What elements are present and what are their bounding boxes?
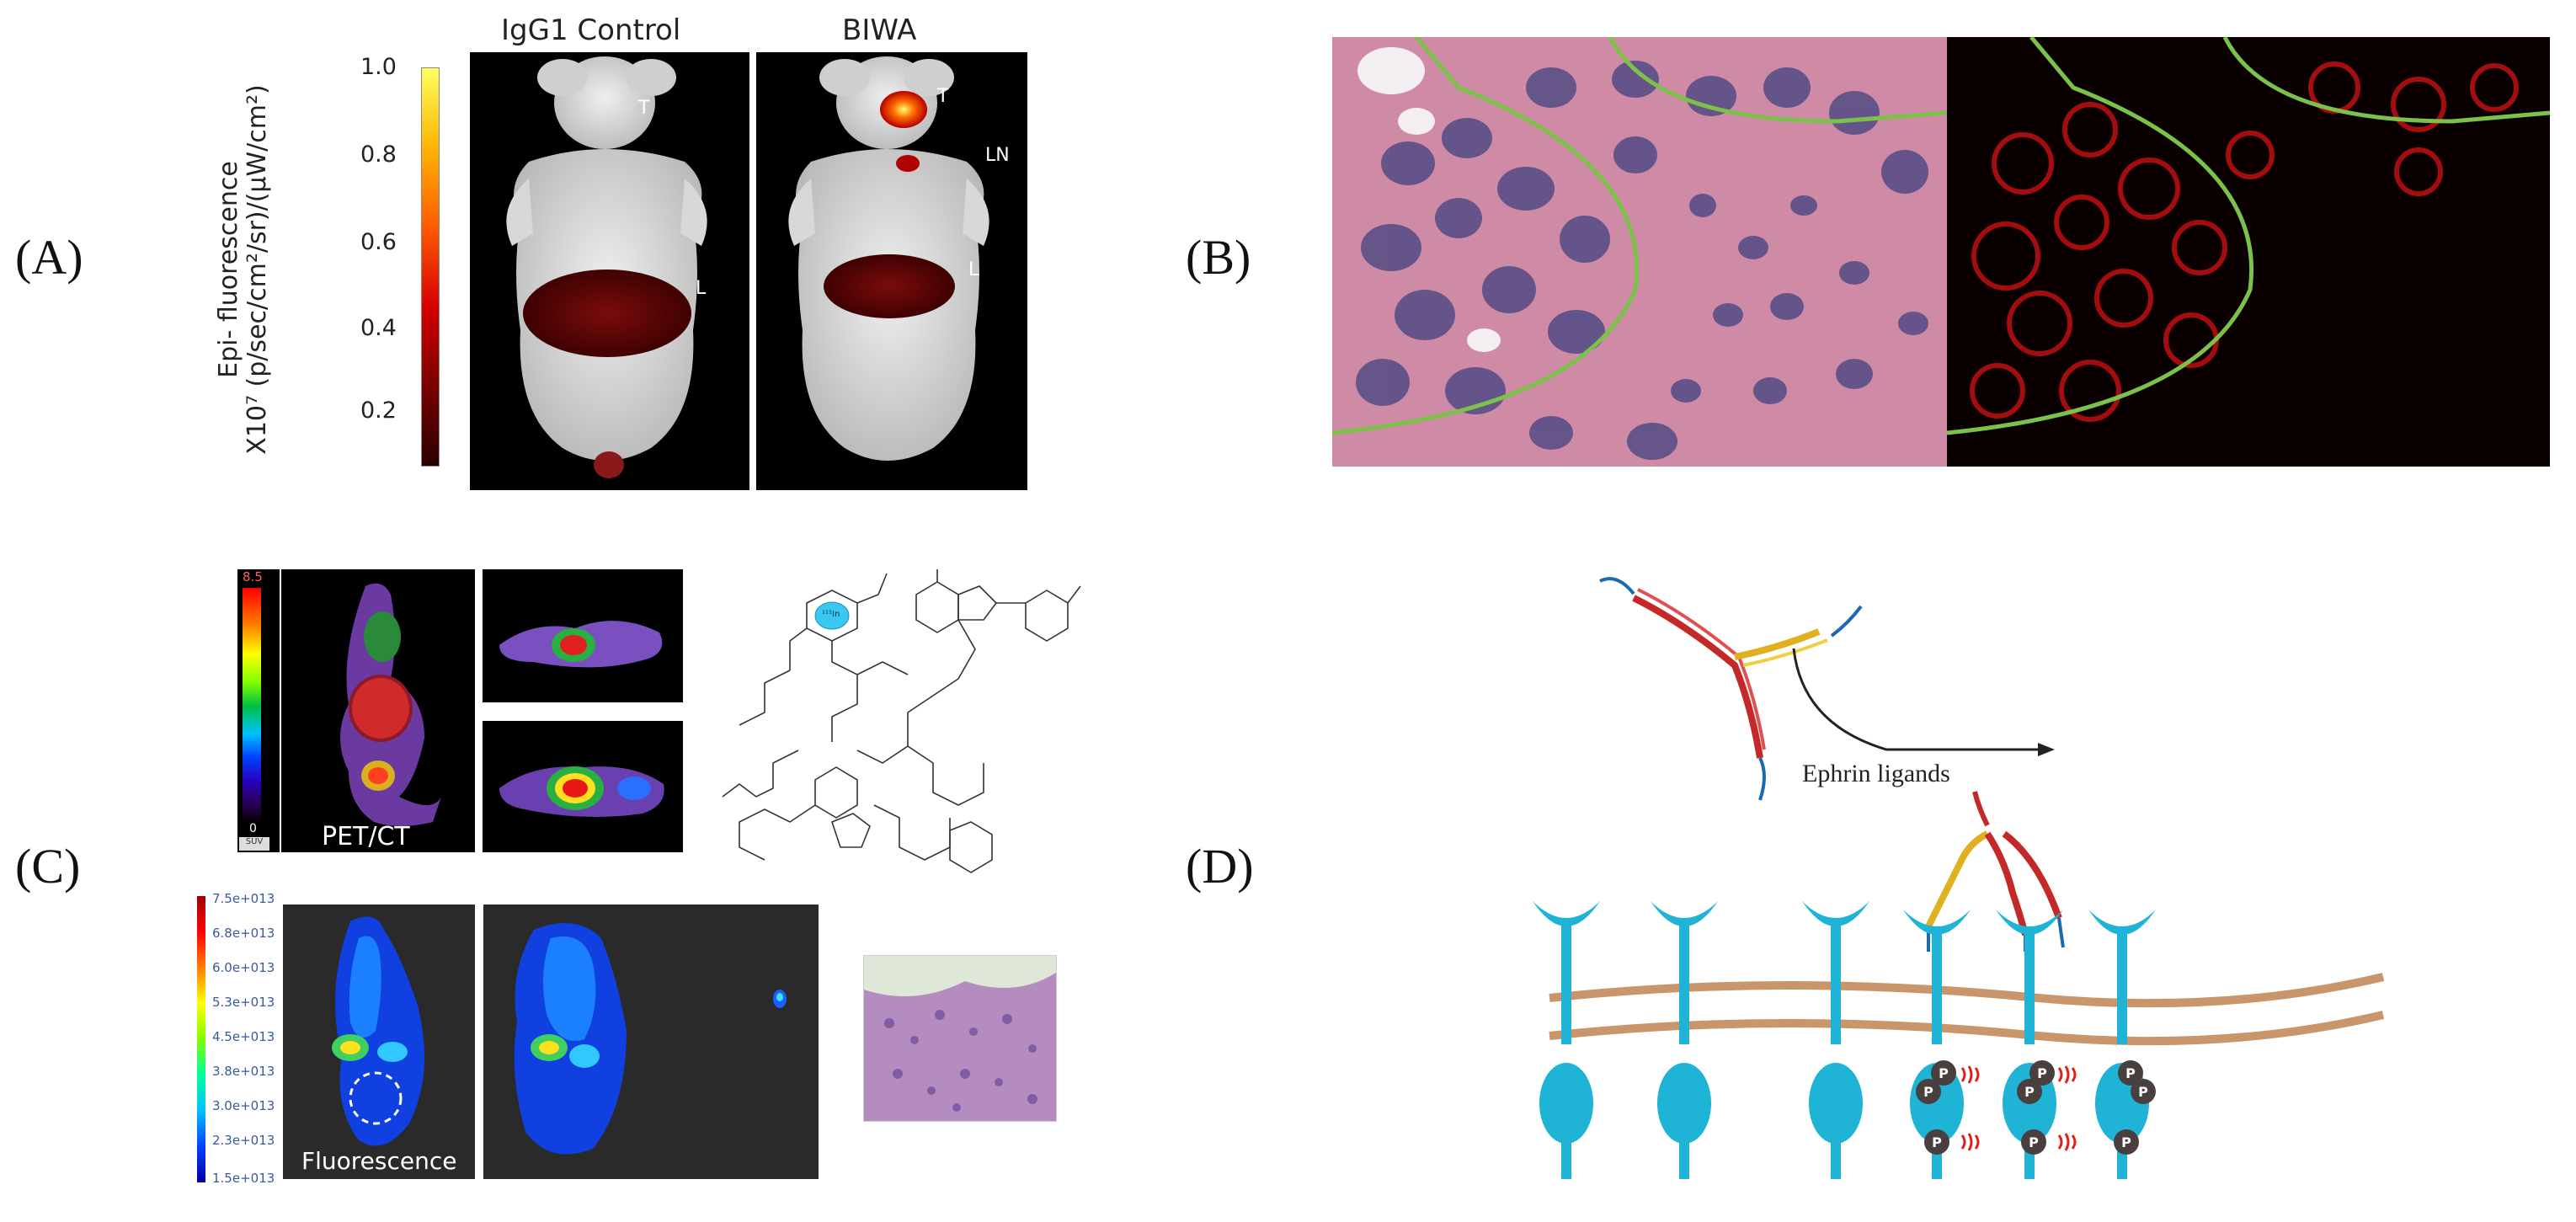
- phospho-label: P: [1939, 1065, 1949, 1081]
- pet-scale-max: 8.5: [243, 569, 263, 584]
- panel-label-b: (B): [1186, 230, 1251, 285]
- free-ephrin-ligand: [1599, 577, 1863, 801]
- biwa-tumor-label: T: [937, 86, 949, 107]
- tick-1-0: 1.0: [360, 54, 397, 80]
- pet-ct-illustration: [340, 583, 441, 826]
- fluor-tick-6: 3.8e+013: [212, 1064, 275, 1079]
- fluorescence-histology-image: [1947, 37, 2550, 467]
- tick-0-4: 0.4: [360, 315, 397, 341]
- phospho-label: P: [1923, 1084, 1933, 1100]
- ephrin-ligands-label: Ephrin ligands: [1802, 760, 1950, 787]
- reaction-arrow: [1792, 648, 2038, 751]
- fluor-tick-5: 4.5e+013: [212, 1029, 275, 1044]
- igg1-mouse-image: T L: [470, 52, 749, 490]
- fluor-tick-7: 3.0e+013: [212, 1098, 275, 1113]
- fluor-tick-3: 6.0e+013: [212, 960, 275, 975]
- fluor-tick-2: 6.8e+013: [212, 926, 275, 941]
- phospho-label: P: [2138, 1084, 2148, 1100]
- biwa-mouse-image: T LN L: [756, 52, 1027, 490]
- igg1-control-title: IgG1 Control: [501, 13, 681, 47]
- pet-colorbar-frame: 8.5 0 SUV: [237, 569, 280, 852]
- pet-ct-label: PET/CT: [322, 822, 410, 851]
- fluor-tick-1: 7.5e+013: [212, 891, 275, 906]
- chelate-label: ¹¹¹In: [822, 610, 840, 619]
- biwa-mouse-illustration: [788, 56, 989, 461]
- fluorescence-illustration-2: [514, 923, 787, 1155]
- phospho-label: P: [2024, 1084, 2035, 1100]
- fluorescence-image-2: [483, 904, 819, 1179]
- biwa-title: BIWA: [842, 13, 917, 47]
- phospho-label: P: [2037, 1065, 2047, 1081]
- phospho-label: P: [1932, 1134, 1942, 1150]
- pet-scale-min: 0: [249, 822, 257, 835]
- membrane-inner: [1549, 1011, 2385, 1046]
- he-histology-illustration: [1332, 37, 1947, 467]
- tick-0-2: 0.2: [360, 398, 397, 424]
- pet-transverse-image-1: [483, 569, 683, 702]
- he-small-histology-illustration: [864, 956, 1056, 1121]
- igg1-tumor-label: T: [638, 98, 650, 119]
- pet-transverse-illustration-1: [499, 621, 663, 668]
- fluorescence-label: Fluorescence: [301, 1147, 457, 1175]
- ephrin-receptor-diagram: Ephrin ligands: [1533, 577, 2385, 1179]
- chemical-structure: ¹¹¹In: [706, 569, 1093, 881]
- fluorescence-image-1: Fluorescence: [283, 904, 475, 1179]
- tick-0-6: 0.6: [360, 229, 397, 255]
- fluor-tick-4: 5.3e+013: [212, 995, 275, 1010]
- signal-marks: [1960, 1065, 2077, 1151]
- fluor-tick-9: 1.5e+013: [212, 1171, 275, 1186]
- panel-label-a: (A): [15, 230, 83, 285]
- fluorescence-colorbar: [197, 896, 205, 1182]
- colorbar: [421, 67, 440, 467]
- pet-ct-image: PET/CT: [281, 569, 475, 852]
- igg1-liver-label: L: [696, 278, 707, 299]
- he-small-histology-image: [863, 955, 1057, 1122]
- fluor-tick-8: 2.3e+013: [212, 1133, 275, 1148]
- free-receptors: [1533, 901, 1869, 1179]
- biwa-lymph-node-label: LN: [985, 145, 1010, 166]
- chemical-structure-illustration: [722, 569, 1081, 873]
- colorbar-label-line2: X10⁷ (p/sec/cm²/sr)/(µW/cm²): [243, 84, 272, 455]
- membrane-outer: [1549, 973, 2385, 1008]
- biwa-liver-label: L: [968, 259, 979, 280]
- tick-0-8: 0.8: [360, 141, 397, 168]
- phospho-label: P: [2029, 1134, 2039, 1150]
- pet-transverse-illustration-2: [499, 766, 664, 817]
- phospho-groups: [1916, 1060, 2156, 1155]
- phospho-label: P: [2125, 1065, 2136, 1081]
- colorbar-label-line1: Epi- fluorescence: [214, 161, 243, 378]
- fluorescence-illustration-1: [332, 916, 424, 1146]
- he-histology-image: [1332, 37, 1947, 467]
- pet-scale-unit: SUV: [239, 837, 269, 851]
- pet-transverse-image-2: [483, 721, 683, 852]
- igg1-mouse-illustration: [506, 56, 707, 478]
- panel-label-d: (D): [1186, 839, 1254, 894]
- fluorescence-histology-illustration: [1947, 37, 2550, 467]
- phospho-label: P: [2121, 1134, 2131, 1150]
- panel-label-c: (C): [15, 839, 81, 894]
- pet-colorbar: [243, 588, 261, 824]
